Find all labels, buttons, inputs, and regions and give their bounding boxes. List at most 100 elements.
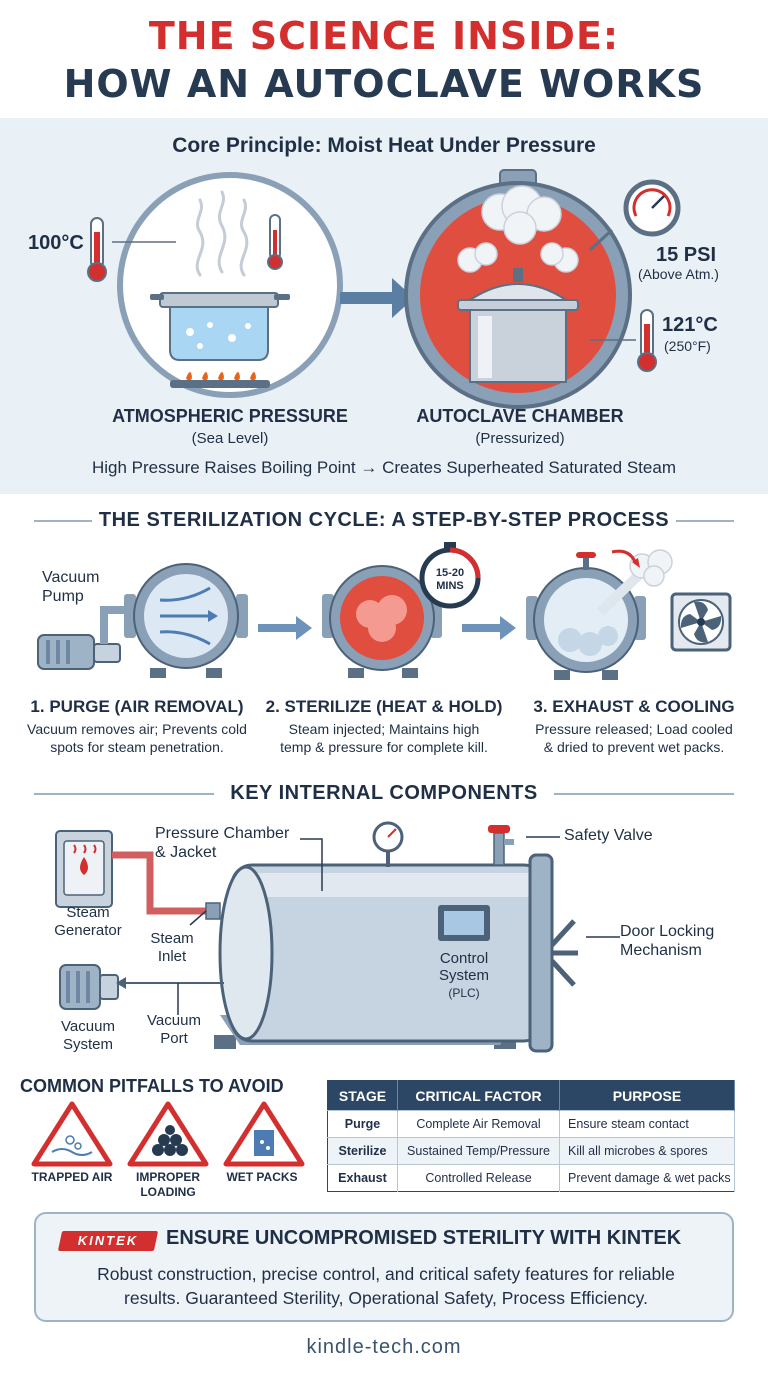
steam-generator-icon xyxy=(55,830,113,908)
core-caption: High Pressure Raises Boiling Point → Cre… xyxy=(92,458,676,477)
thermometer-icon xyxy=(637,309,657,372)
step-3-desc-line1: Pressure released; Load cooled xyxy=(535,721,733,737)
divider-line xyxy=(554,793,734,795)
vacuum-system-line1: Vacuum xyxy=(61,1018,115,1035)
cycle-heading: THE STERILIZATION CYCLE: A STEP-BY-STEP … xyxy=(98,509,670,531)
table-cell: Exhaust xyxy=(327,1164,398,1192)
table-cell: Purge xyxy=(327,1110,398,1138)
cycle-illustration xyxy=(37,542,732,680)
cooling-fan-icon xyxy=(670,592,732,652)
step-1-title: 1. PURGE (AIR REMOVAL) xyxy=(30,697,244,716)
components-heading: KEY INTERNAL COMPONENTS xyxy=(230,782,538,804)
pressure-value: 15 PSI xyxy=(656,244,717,266)
table-cell: Ensure steam contact xyxy=(559,1110,735,1138)
timer-label-line1: 15-20 xyxy=(435,567,465,579)
pressure-pot xyxy=(457,268,579,383)
boiling-temp-label: 100°C xyxy=(28,232,84,254)
safety-valve-icon xyxy=(488,825,514,866)
title-line-1: THE SCIENCE INSIDE: xyxy=(148,14,620,58)
vacuum-system-icon xyxy=(59,964,119,1010)
cta-body-line1: Robust construction, precise control, an… xyxy=(97,1264,675,1284)
table-header: PURPOSE xyxy=(559,1080,735,1111)
timer-label: 15-20 MINS xyxy=(426,567,474,593)
table-header-row: STAGE CRITICAL FACTOR PURPOSE xyxy=(327,1080,735,1111)
pitfall-trapped-air: TRAPPED AIR xyxy=(26,1170,118,1185)
step-2-desc-line2: temp & pressure for complete kill. xyxy=(280,739,488,755)
step-2-desc-line1: Steam injected; Maintains high xyxy=(288,721,480,737)
atmospheric-sub: (Sea Level) xyxy=(191,430,269,447)
cta-body: Robust construction, precise control, an… xyxy=(56,1262,716,1310)
pressure-gauge-icon xyxy=(372,821,404,867)
table-cell: Kill all microbes & spores xyxy=(559,1137,735,1165)
arrow-icon xyxy=(340,278,414,318)
table-row: Exhaust Controlled Release Prevent damag… xyxy=(327,1164,735,1192)
pitfall-improper-loading-line2: LOADING xyxy=(140,1185,196,1199)
timer-icon xyxy=(419,542,481,609)
pressure-chamber xyxy=(214,853,578,1053)
pitfall-trapped-air-line1: TRAPPED AIR xyxy=(31,1170,113,1184)
vacuum-system-line2: System xyxy=(62,1036,113,1053)
improper-loading-warning-icon xyxy=(127,1101,209,1167)
pitfall-icons xyxy=(31,1101,305,1167)
boiling-pot xyxy=(150,292,290,361)
pressure-chamber-label: Pressure Chamber & Jacket xyxy=(155,824,289,862)
table-header: CRITICAL FACTOR xyxy=(397,1080,560,1111)
cta-box xyxy=(34,1212,734,1322)
divider-line xyxy=(34,793,214,795)
table-header: STAGE xyxy=(327,1080,398,1111)
steam-generator-line2: Generator xyxy=(54,922,122,939)
pitfall-wet-packs-line1: WET PACKS xyxy=(226,1170,298,1184)
title-line-2: HOW AN AUTOCLAVE WORKS xyxy=(63,62,705,106)
pressure-chamber-line2: & Jacket xyxy=(155,844,217,861)
control-panel-icon xyxy=(438,905,490,941)
pitfalls-heading: COMMON PITFALLS TO AVOID xyxy=(20,1076,284,1096)
control-system-line2: System xyxy=(438,967,489,984)
stage-table: STAGE CRITICAL FACTOR PURPOSE Purge Comp… xyxy=(327,1080,735,1192)
timer-label-line2: MINS xyxy=(436,580,464,592)
step-1-desc-line2: spots for steam penetration. xyxy=(50,739,224,755)
step-3-title: 3. EXHAUST & COOLING xyxy=(533,697,735,716)
step-1-desc-line1: Vacuum removes air; Prevents cold xyxy=(27,721,247,737)
divider-line xyxy=(676,520,734,522)
pressure-gauge-icon xyxy=(588,179,681,252)
kintek-logo-text: KINTEK xyxy=(77,1233,139,1248)
steam-wisps xyxy=(195,190,249,277)
footer-site: kindle-tech.com xyxy=(306,1336,462,1358)
step-1-desc: Vacuum removes air; Prevents cold spots f… xyxy=(14,720,260,756)
steam-cloud xyxy=(457,185,579,273)
table-row: Purge Complete Air Removal Ensure steam … xyxy=(327,1110,735,1138)
step-3-desc-line2: & dried to prevent wet packs. xyxy=(543,739,725,755)
table-row: Sterilize Sustained Temp/Pressure Kill a… xyxy=(327,1137,735,1165)
door-locking-line2: Mechanism xyxy=(620,942,702,959)
step-2-desc: Steam injected; Maintains high temp & pre… xyxy=(262,720,506,756)
safety-valve-label: Safety Valve xyxy=(564,827,653,844)
cta-title: ENSURE UNCOMPROMISED STERILITY WITH KINT… xyxy=(166,1227,682,1249)
pressure-sub: (Above Atm.) xyxy=(638,266,719,282)
kintek-logo: KINTEK xyxy=(57,1231,159,1251)
divider-line xyxy=(34,520,92,522)
table-cell: Prevent damage & wet packs xyxy=(559,1164,735,1192)
core-principle-illustration xyxy=(87,169,681,409)
atmospheric-circle xyxy=(117,172,343,398)
control-system-line3: (PLC) xyxy=(448,986,480,1000)
burner-flames xyxy=(186,372,256,381)
wet-packs-warning-icon xyxy=(223,1101,305,1167)
thermometer-icon xyxy=(87,217,107,282)
pressure-chamber-line1: Pressure Chamber xyxy=(155,825,290,842)
autoclave-chamber-label: AUTOCLAVE CHAMBER xyxy=(416,406,624,426)
vacuum-port-line1: Vacuum xyxy=(147,1012,201,1029)
table-cell: Controlled Release xyxy=(397,1164,560,1192)
vacuum-pump-icon xyxy=(37,606,132,670)
table-cell: Sterilize xyxy=(327,1137,398,1165)
arrow-icon xyxy=(462,616,516,640)
chamber-temp-f: (250°F) xyxy=(664,338,711,354)
sterilize-chamber-icon xyxy=(322,565,442,678)
purge-chamber-icon xyxy=(124,563,248,678)
step-3-desc: Pressure released; Load cooled & dried to… xyxy=(512,720,756,756)
